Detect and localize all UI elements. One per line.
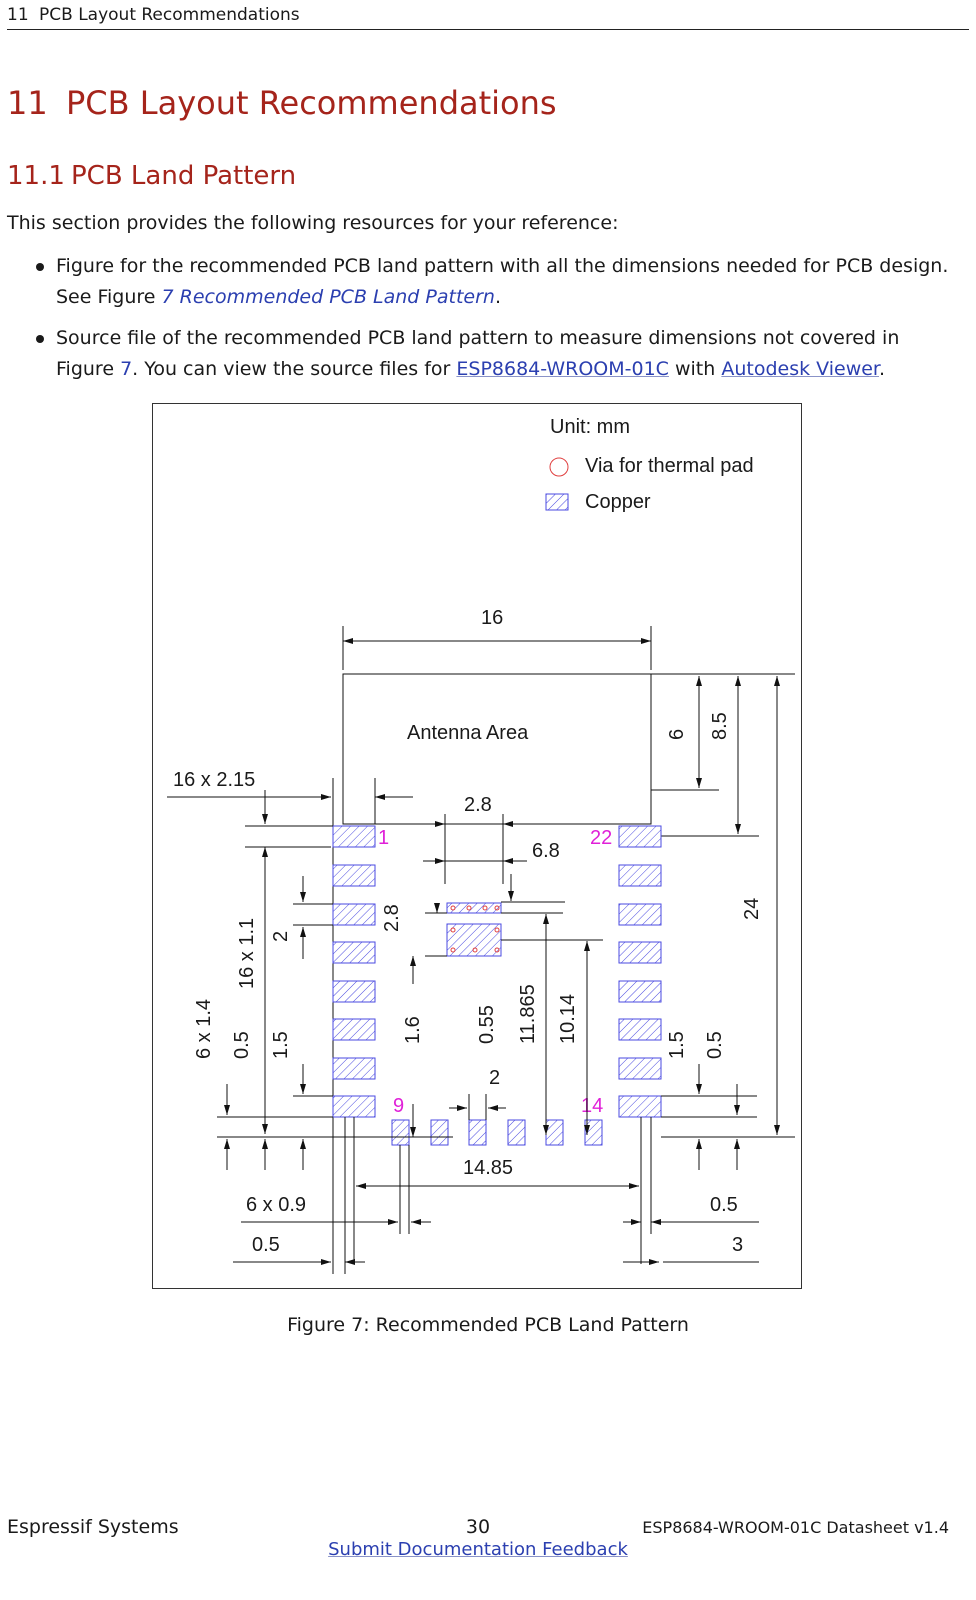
bullet-text-mid: . You can view the source files for [132, 358, 457, 380]
section-number: 11 [7, 84, 48, 122]
intro-paragraph: This section provides the following reso… [7, 212, 619, 234]
running-header: 11 PCB Layout Recommendations [7, 3, 969, 30]
dim-2-8-top-label: 2.8 [464, 794, 492, 816]
overall-width-dimension [353, 1117, 642, 1264]
footer-page-number: 30 [465, 1516, 491, 1538]
dim-1-5-right-label: 1.5 [666, 1031, 688, 1059]
legend-copper-label: Copper [585, 491, 651, 513]
bullet-text-end: . [879, 358, 886, 380]
dim-0-5-bottom-left-label: 0.5 [252, 1234, 280, 1256]
pin-22-label: 22 [590, 827, 612, 849]
dim-0-5-bottom-right-label: 0.5 [710, 1194, 738, 1216]
left-pad-column [332, 825, 376, 1118]
unit-label: Unit: mm [550, 416, 630, 438]
dim-14-85-label: 14.85 [463, 1157, 513, 1179]
thermal-pad-width-dimensions [423, 814, 527, 884]
right-side-dimensions [661, 1064, 757, 1170]
left-side-dimensions [217, 790, 453, 1170]
dim-6-label: 6 [666, 729, 688, 740]
dim-3-label: 3 [732, 1234, 743, 1256]
bottom-pad-row [391, 1119, 603, 1146]
dim-2-left-label: 2 [270, 931, 292, 942]
dim-24-label: 24 [741, 898, 763, 920]
dim-2-bottom-label: 2 [489, 1067, 500, 1089]
land-pattern-drawing: Unit: mm Via for thermal pad Copper 16 A… [167, 416, 795, 1274]
interior-vertical-dimensions [410, 874, 603, 1137]
footer-company: Espressif Systems [7, 1516, 179, 1538]
feedback-link[interactable]: Submit Documentation Feedback [328, 1539, 628, 1560]
dim-pads-6x0-9-label: 6 x 0.9 [246, 1194, 306, 1216]
autodesk-viewer-link[interactable]: Autodesk Viewer [721, 358, 879, 380]
dim-0-55-label: 0.55 [476, 1005, 498, 1044]
dim-pads-16x2-15-label: 16 x 2.15 [173, 769, 255, 791]
figure-reference-link[interactable]: 7 Recommended PCB Land Pattern [161, 286, 495, 308]
pin-14-label: 14 [581, 1095, 603, 1117]
dim-pads-16x1-1-label: 16 x 1.1 [236, 918, 258, 989]
dim-10-14-label: 10.14 [557, 994, 579, 1044]
dim-8-5-label: 8.5 [709, 712, 731, 740]
thermal-pad [446, 902, 502, 957]
pin-9-label: 9 [393, 1095, 404, 1117]
list-item: Figure for the recommended PCB land patt… [7, 251, 957, 313]
bottom-dimensions [233, 1117, 759, 1274]
footer-doc-title: ESP8684-WROOM-01C Datasheet v1.4 [642, 1518, 949, 1537]
bottom-pitch-dimension [449, 1094, 506, 1120]
bullet-text: Source file of the recommended PCB land … [56, 327, 900, 380]
figure-caption: Figure 7: Recommended PCB Land Pattern [287, 1314, 689, 1336]
pin-1-label: 1 [378, 827, 389, 849]
dim-width-label: 16 [481, 607, 503, 629]
section-title: PCB Layout Recommendations [66, 84, 557, 122]
bullet-text: Figure for the recommended PCB land patt… [56, 255, 949, 308]
header-section-number: 11 [7, 5, 29, 25]
right-pad-column [618, 825, 662, 1118]
dim-1-6-label: 1.6 [402, 1016, 424, 1044]
dim-11-865-label: 11.865 [517, 984, 539, 1044]
antenna-area [342, 673, 652, 825]
bullet-text-mid: with [668, 358, 722, 380]
header-section-title: PCB Layout Recommendations [39, 5, 300, 25]
dim-6-8-label: 6.8 [532, 840, 560, 862]
dim-0-5-right-label: 0.5 [704, 1031, 726, 1059]
right-vertical-dimensions [651, 673, 795, 1138]
dim-pads-6x1-4-label: 6 x 1.4 [193, 999, 215, 1059]
via-circle-icon [549, 457, 569, 477]
bullet-text-end: . [494, 286, 501, 308]
subsection-number: 11.1 [7, 161, 65, 191]
antenna-area-label: Antenna Area [407, 722, 529, 744]
resource-list: Figure for the recommended PCB land patt… [7, 251, 957, 395]
dim-1-5-left-label: 1.5 [270, 1031, 292, 1059]
dim-0-5-left-label: 0.5 [231, 1031, 253, 1059]
subsection-title: PCB Land Pattern [71, 161, 297, 191]
legend-via-label: Via for thermal pad [585, 455, 754, 477]
land-pattern-figure: Unit: mm Via for thermal pad Copper 16 A… [152, 403, 802, 1289]
list-item: Source file of the recommended PCB land … [7, 323, 957, 385]
copper-hatch-icon [545, 493, 569, 511]
section-heading: 11 PCB Layout Recommendations [7, 84, 557, 122]
esp8684-source-link[interactable]: ESP8684-WROOM-01C [456, 358, 669, 380]
dim-2-8-side-label: 2.8 [381, 904, 403, 932]
figure-number-link[interactable]: 7 [120, 358, 133, 380]
width-dimension [342, 626, 652, 670]
